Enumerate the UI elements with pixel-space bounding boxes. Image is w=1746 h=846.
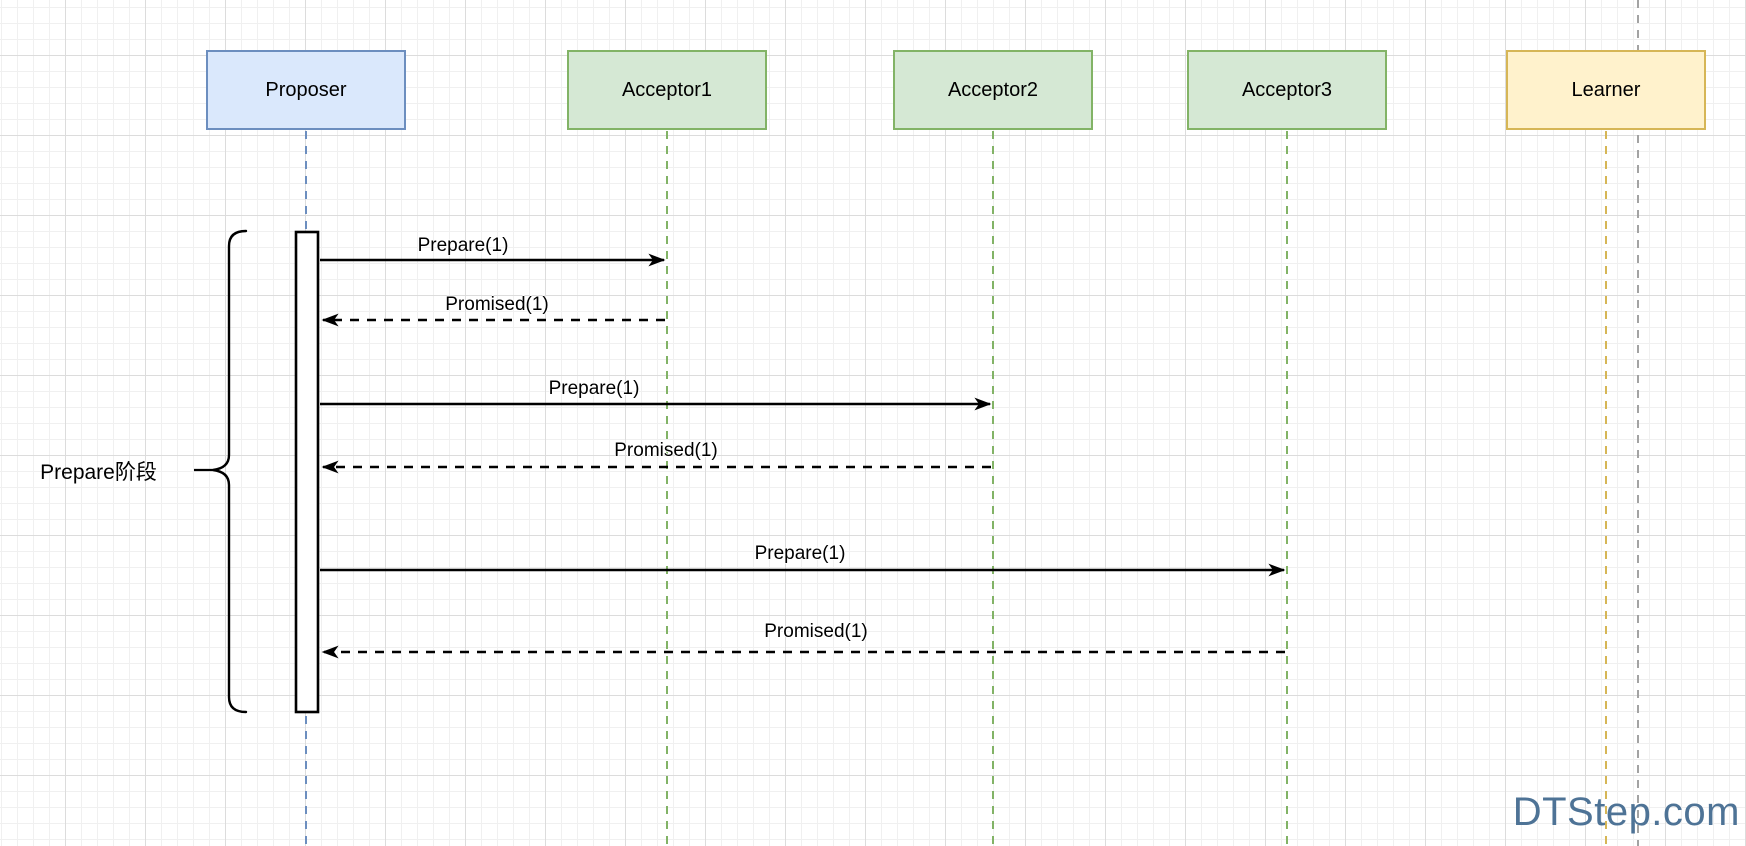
message-label-prepare-3: Prepare(1) <box>754 543 846 564</box>
message-label-prepare-2: Prepare(1) <box>548 378 640 399</box>
proposer-activation-bar <box>294 230 320 714</box>
participant-box-acceptor3: Acceptor3 <box>1187 50 1387 130</box>
message-label-promised-2: Promised(1) <box>614 440 718 461</box>
message-label-promised-1: Promised(1) <box>445 294 549 315</box>
message-label-promised-3: Promised(1) <box>764 621 868 642</box>
watermark-text: DTStep.com <box>1512 790 1740 834</box>
participant-label-proposer: Proposer <box>265 78 347 101</box>
participant-label-acceptor2: Acceptor2 <box>947 78 1039 101</box>
participant-label-acceptor3: Acceptor3 <box>1241 78 1333 101</box>
message-label-prepare-1: Prepare(1) <box>417 235 509 256</box>
phase-bracket-label: Prepare阶段 <box>40 461 157 484</box>
participant-box-acceptor1: Acceptor1 <box>567 50 767 130</box>
participant-box-acceptor2: Acceptor2 <box>893 50 1093 130</box>
participant-label-acceptor1: Acceptor1 <box>621 78 713 101</box>
participant-label-learner: Learner <box>1571 78 1641 101</box>
participant-box-proposer: Proposer <box>206 50 406 130</box>
participant-box-learner: Learner <box>1506 50 1706 130</box>
phase-brace <box>212 229 248 714</box>
